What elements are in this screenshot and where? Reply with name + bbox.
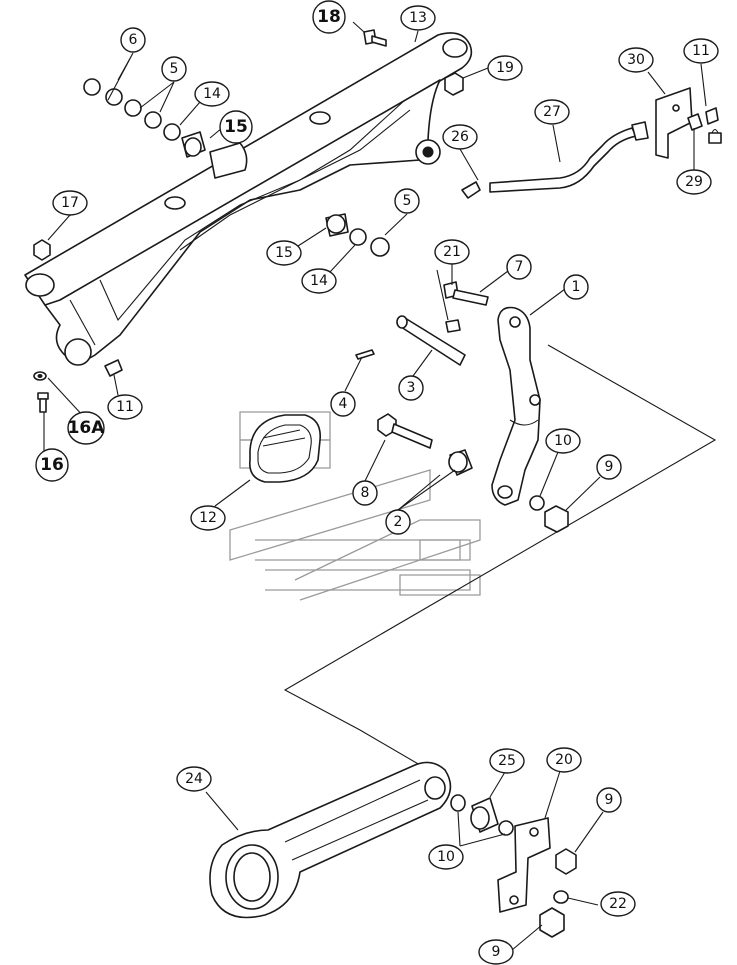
- washer-set-middle: [325, 213, 390, 257]
- callout-label: 14: [310, 273, 328, 289]
- callout-16A: 16A: [67, 411, 106, 445]
- lower-bracket-part: [497, 817, 551, 913]
- callout-label: 30: [627, 52, 645, 68]
- callout-label: 20: [555, 752, 573, 768]
- callout-label: 15: [224, 117, 248, 137]
- link-rod-part: [209, 761, 452, 919]
- callout-label: 9: [605, 792, 614, 808]
- hardware-top: [363, 29, 464, 96]
- callout-label: 10: [437, 849, 455, 865]
- callout-label: 16: [40, 455, 64, 475]
- callout-label: 27: [543, 104, 561, 120]
- callout-19: 19: [487, 55, 523, 81]
- frame-beam-part: [24, 32, 473, 366]
- callout-label: 14: [203, 86, 221, 102]
- callout-2: 2: [385, 509, 411, 535]
- leader-lines: [43, 21, 707, 951]
- callout-label: 6: [129, 32, 138, 48]
- callout-17: 17: [52, 190, 88, 216]
- callout-5-upper: 5: [161, 56, 187, 82]
- callout-label: 10: [554, 433, 572, 449]
- callout-15-middle: 15: [266, 240, 302, 266]
- callout-label: 16A: [68, 418, 106, 438]
- callout-label: 25: [498, 753, 516, 769]
- callout-label: 29: [685, 174, 703, 190]
- callout-30: 30: [618, 47, 654, 73]
- nut-set-lower: [539, 848, 577, 938]
- callout-label: 12: [199, 510, 217, 526]
- callout-24: 24: [176, 766, 212, 792]
- callout-20: 20: [546, 747, 582, 773]
- callout-21: 21: [434, 239, 470, 265]
- callout-label: 21: [443, 244, 461, 260]
- callout-label: 8: [361, 485, 370, 501]
- callout-5-middle: 5: [394, 188, 420, 214]
- callout-label: 4: [339, 396, 348, 412]
- bolt-bushing-set: [377, 413, 473, 476]
- callout-7: 7: [506, 254, 532, 280]
- callout-26: 26: [442, 124, 478, 150]
- callout-label: 13: [409, 10, 427, 26]
- callout-14-middle: 14: [301, 268, 337, 294]
- callout-label: 18: [317, 7, 341, 27]
- callout-label: 5: [403, 193, 412, 209]
- callout-9-lower-right: 9: [596, 787, 622, 813]
- callout-9-bottom: 9: [478, 939, 514, 965]
- callout-9-middle: 9: [596, 454, 622, 480]
- callout-label: 3: [407, 380, 416, 396]
- callout-label: 5: [170, 61, 179, 77]
- callout-label: 24: [185, 771, 203, 787]
- callout-label: 7: [515, 259, 524, 275]
- callout-11-upper: 11: [683, 38, 719, 64]
- callout-13: 13: [400, 5, 436, 31]
- callout-1: 1: [563, 274, 589, 300]
- lever-arm-part: [491, 306, 541, 506]
- bushing-set-lower: [450, 794, 514, 836]
- callout-18: 18: [312, 0, 346, 34]
- callout-16: 16: [35, 448, 69, 482]
- callout-label: 9: [492, 944, 501, 960]
- small-hardware-left: [33, 239, 123, 413]
- washer-set-upper: [83, 78, 206, 158]
- callout-label: 17: [61, 195, 79, 211]
- bracket-assembly: [655, 87, 722, 159]
- callout-label: 15: [275, 245, 293, 261]
- nut-washer-mid: [529, 495, 569, 533]
- callout-label: 11: [116, 399, 134, 415]
- callout-10-lower: 10: [428, 844, 464, 870]
- callout-3: 3: [398, 375, 424, 401]
- callout-29: 29: [676, 169, 712, 195]
- callout-label: 26: [451, 129, 469, 145]
- callout-11-lower: 11: [107, 394, 143, 420]
- callout-label: 19: [496, 60, 514, 76]
- callout-4: 4: [330, 391, 356, 417]
- callout-8: 8: [352, 480, 378, 506]
- callout-27: 27: [534, 99, 570, 125]
- callout-6: 6: [120, 27, 146, 53]
- strap-part: [248, 414, 322, 483]
- callout-label: 11: [692, 43, 710, 59]
- callout-label: 2: [394, 514, 403, 530]
- pin-bolt-set: [355, 281, 489, 366]
- callout-12: 12: [190, 505, 226, 531]
- callout-label: 1: [572, 279, 581, 295]
- callout-22: 22: [600, 891, 636, 917]
- hose-assembly: [461, 121, 649, 199]
- callout-25: 25: [489, 748, 525, 774]
- linkage-path-line: [283, 344, 717, 766]
- callout-15-upper: 15: [219, 110, 253, 144]
- callout-14-upper: 14: [194, 81, 230, 107]
- callout-10-middle: 10: [545, 428, 581, 454]
- callout-label: 22: [609, 896, 627, 912]
- callout-label: 9: [605, 459, 614, 475]
